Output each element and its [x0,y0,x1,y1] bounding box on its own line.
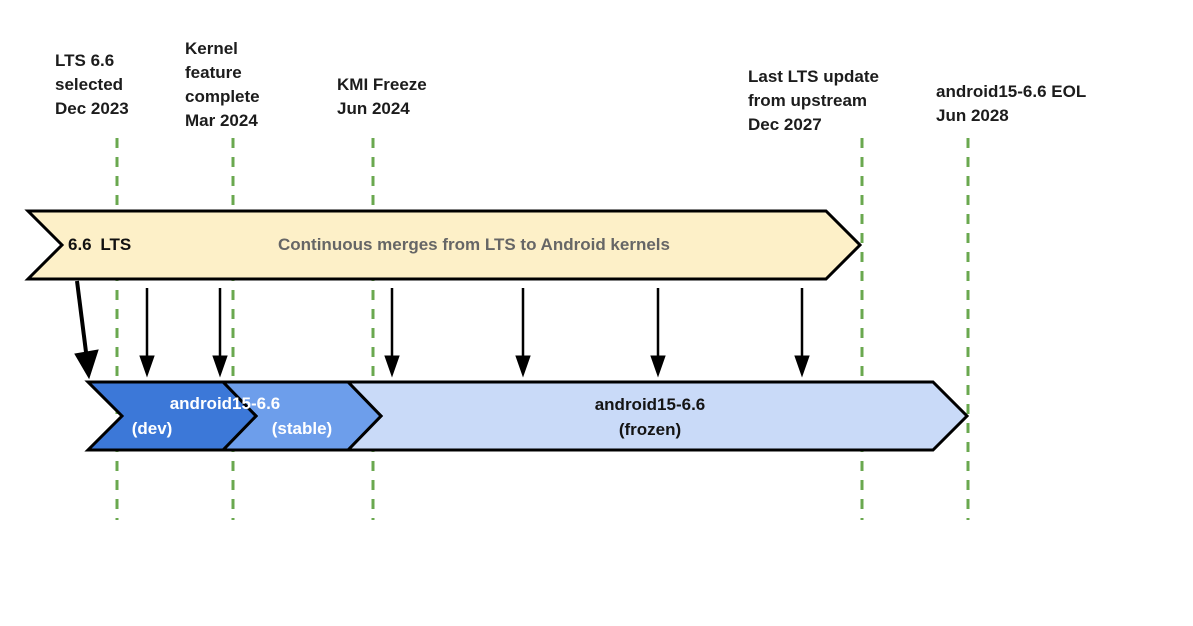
merge-arrows [74,280,810,380]
merge-arrow [139,288,155,378]
merge-arrow [384,288,400,378]
stable-stage-label: (stable) [271,419,333,438]
dev-stage-label: (dev) [131,419,173,438]
merge-arrow-slanted [74,280,99,380]
milestone-label-last-lts-update: Last LTS update from upstream Dec 2027 [748,67,879,134]
lts-banner-version-label: 6.6 LTS [68,235,132,254]
merge-arrow [515,288,531,378]
lts-banner-shape [24,209,863,281]
merge-arrow [212,288,228,378]
frozen-stage-label: android15-6.6 (frozen) [594,395,706,439]
merge-arrow [650,288,666,378]
milestone-label-kmi-freeze: KMI Freeze Jun 2024 [337,75,427,118]
timeline-marker-lines [115,138,970,520]
dev-banner-shape [84,380,259,452]
milestone-label-feature-complete: Kernel feature complete Mar 2024 [185,39,260,130]
milestone-label-lts-selected: LTS 6.6 selected Dec 2023 [55,51,129,118]
milestone-label-eol: android15-6.6 EOL Jun 2028 [936,82,1087,125]
merge-arrow [794,288,810,378]
lts-banner-description: Continuous merges from LTS to Android ke… [278,235,670,254]
branch-name-label: android15-6.6 [169,394,281,413]
